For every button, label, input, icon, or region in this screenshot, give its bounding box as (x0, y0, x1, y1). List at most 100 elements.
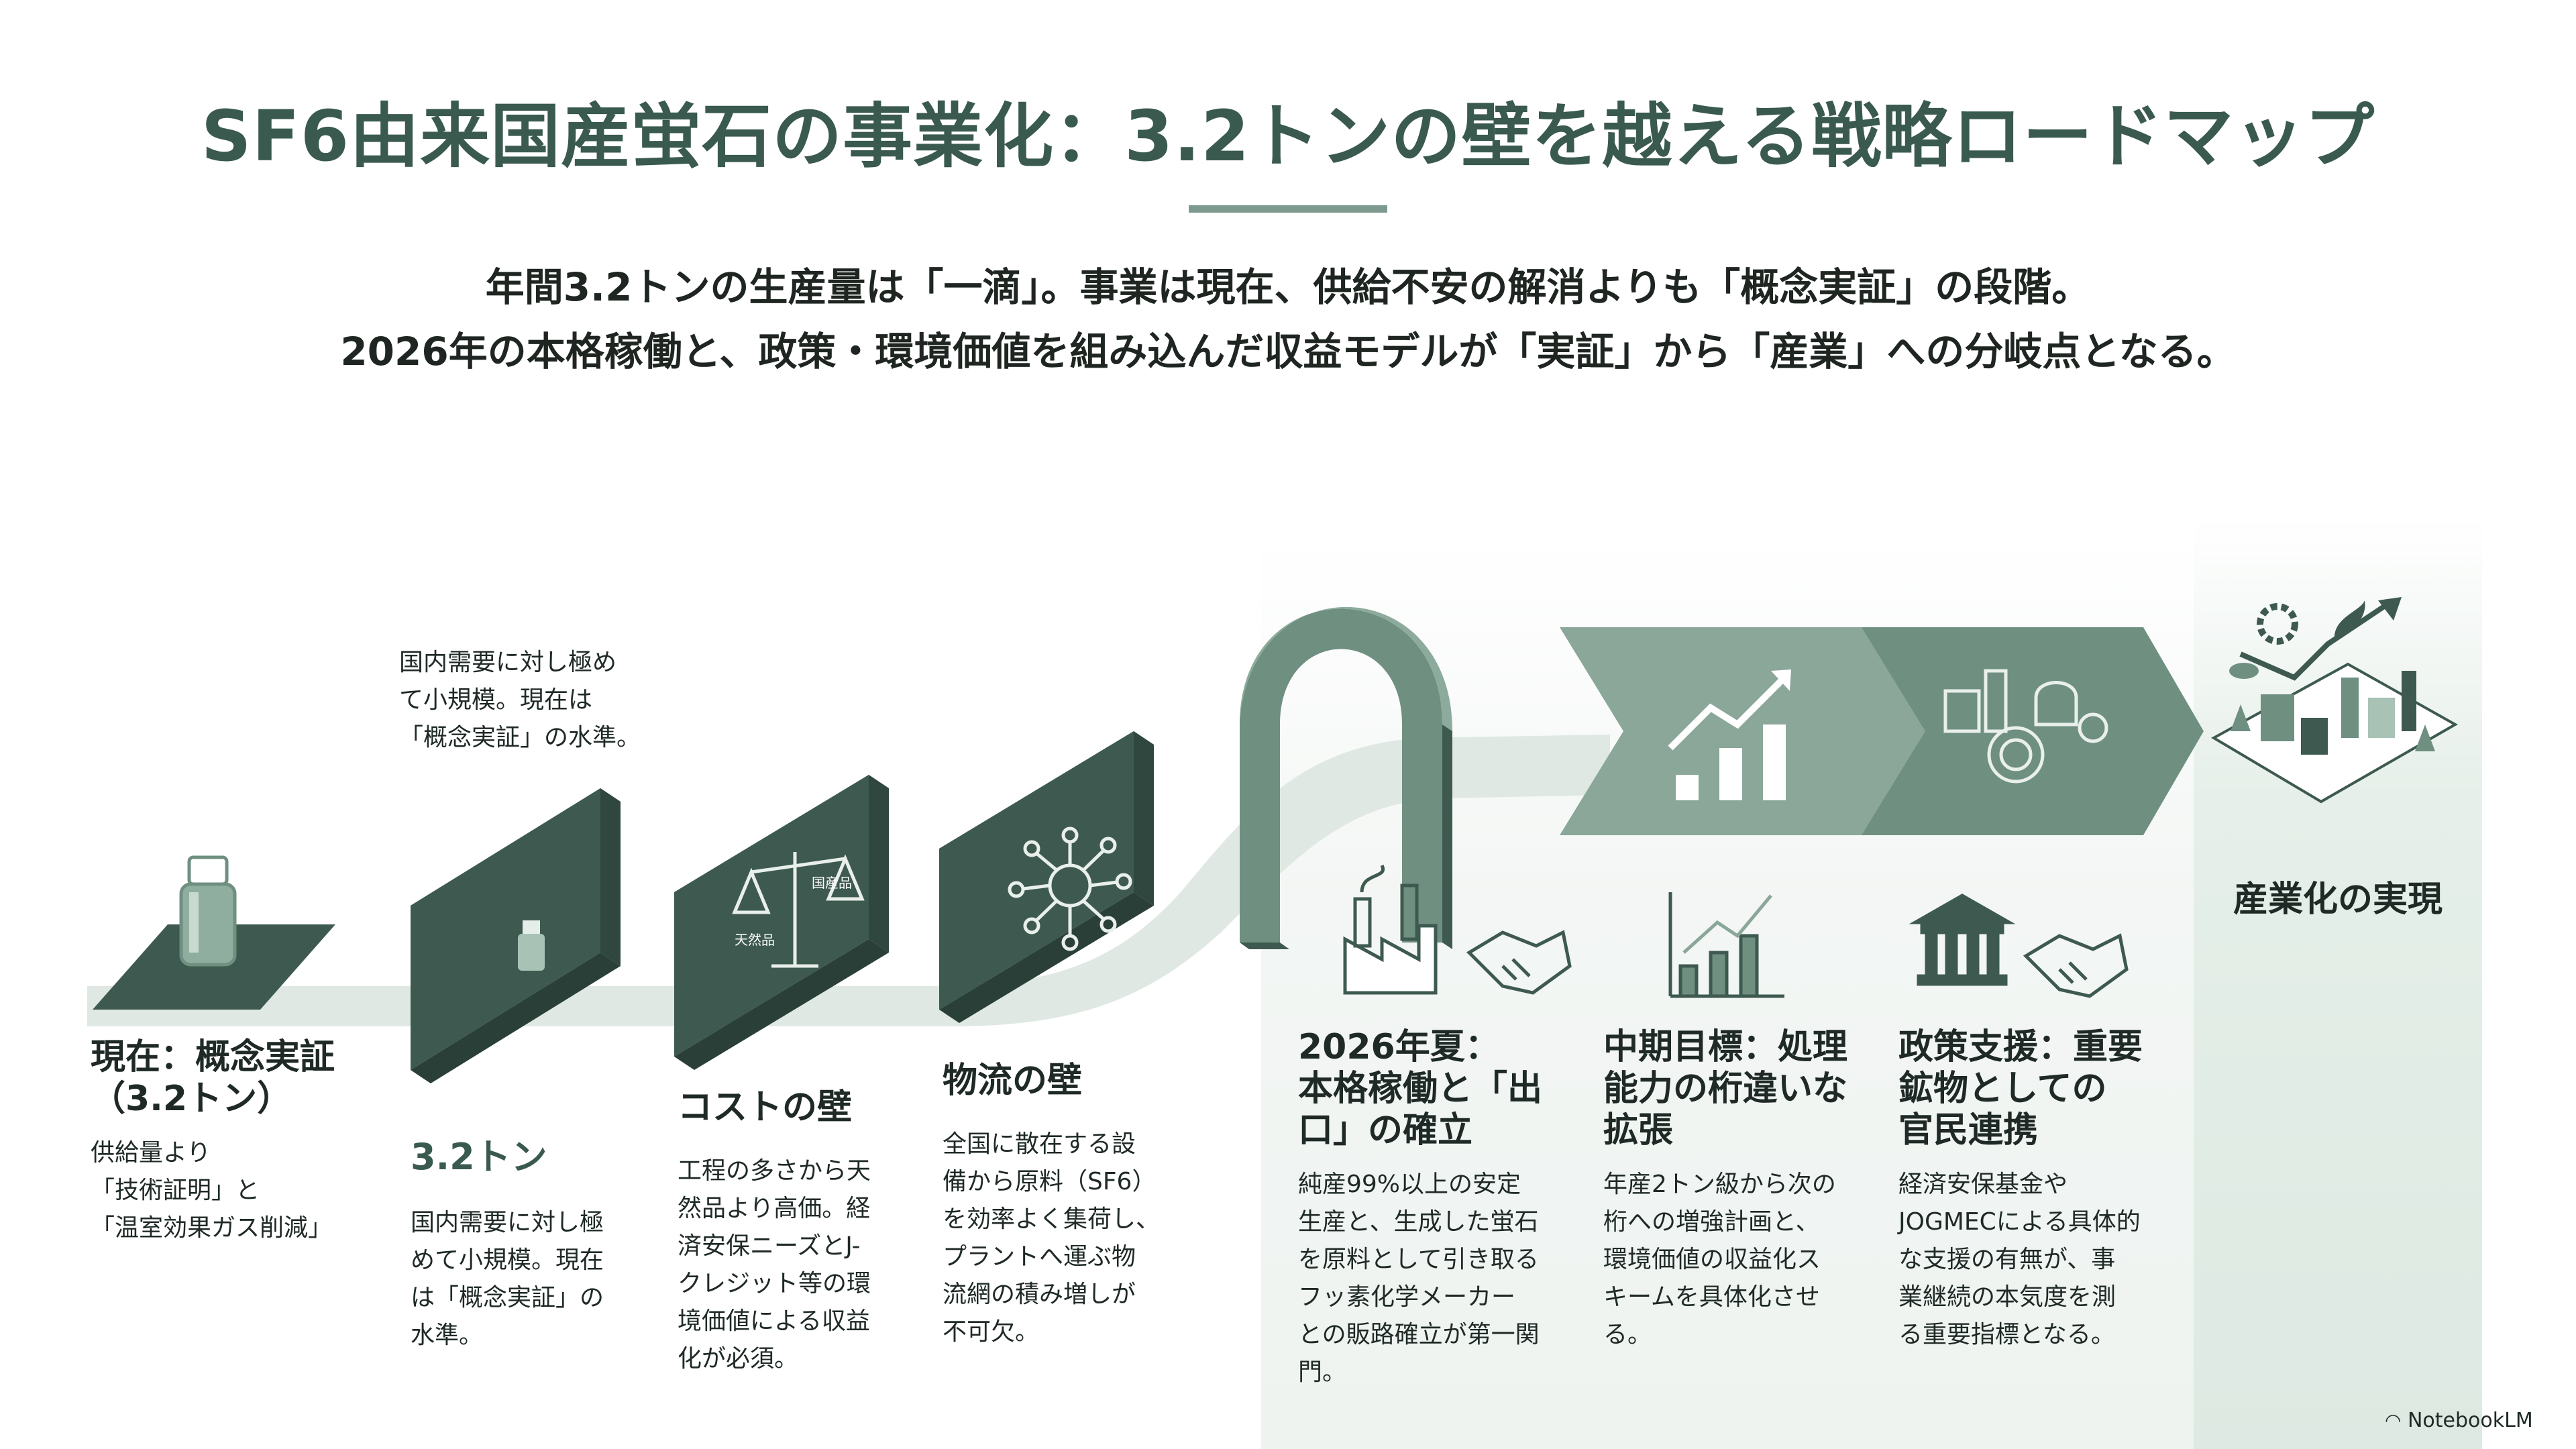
growth-chart-icon (1668, 669, 1791, 800)
handshake-icon (1466, 930, 1572, 995)
step-current-heading-line: （3.2トン） (91, 1079, 292, 1119)
body-line: は「概念実証」の (411, 1284, 604, 1311)
handshake-icon-2 (2023, 933, 2129, 998)
body-line: 化が必須。 (678, 1345, 799, 1373)
body-line: 工程の多さから天 (678, 1157, 871, 1185)
body-line: 供給量より (91, 1139, 211, 1167)
body-line: 備から原料（SF6） (943, 1168, 1157, 1195)
industry-chevron (1862, 627, 2204, 835)
step-current-heading-line: 現在：概念実証 (91, 1037, 335, 1077)
heading-line: 官民連携 (1898, 1110, 2039, 1150)
step-cost-wall-heading: コストの壁 (678, 1087, 853, 1128)
step-policy-support-body: 経済安保基金や JOGMECによる具体的 な支援の有無が、事 業継続の本気度を測… (1898, 1166, 2143, 1354)
notebooklm-icon: ◠ (2385, 1409, 2402, 1432)
heading-line: 能力の桁違いな (1603, 1069, 1848, 1109)
body-line: を効率よく集荷し、 (943, 1205, 1161, 1233)
step-2026-launch-heading: 2026年夏： 本格稼働と「出 口」の確立 (1298, 1026, 1542, 1151)
body-line: 不可欠。 (943, 1318, 1040, 1346)
base-slab (93, 924, 335, 1010)
step-2026-launch-body: 純産99%以上の安定 生産と、生成した蛍石 を原料として引き取る フッ素化学メー… (1298, 1166, 1542, 1391)
heading-line: 本格稼働と「出 (1298, 1069, 1543, 1109)
body-line: 年産2トン級から次の (1603, 1171, 1836, 1198)
heading-line: 口」の確立 (1298, 1110, 1473, 1150)
step-2026-launch: 2026年夏： 本格稼働と「出 口」の確立 純産99%以上の安定 生産と、生成し… (1298, 1026, 1542, 1391)
page-title: SF6由来国産蛍石の事業化：3.2トンの壁を越える戦略ロードマップ (201, 95, 2375, 177)
note-line: て小規模。現在は (399, 686, 593, 714)
goal-label: 産業化の実現 (2233, 879, 2443, 920)
body-line: 国内需要に対し極 (411, 1209, 604, 1236)
heading-line: 政策支援：重要 (1898, 1027, 2143, 1067)
scale-icon (732, 852, 865, 968)
body-line: 「技術証明」と (91, 1177, 260, 1204)
bar-chart-icon (1668, 892, 1784, 998)
body-line: 流網の積み増しが (943, 1281, 1136, 1308)
step-3-2t-note: 国内需要に対し極め て小規模。現在は 「概念実証」の水準。 (399, 644, 641, 757)
subtitle-line-2: 2026年の本格稼働と、政策・環境価値を組み込んだ収益モデルが「実証」から「産業… (340, 329, 2236, 374)
body-line: る。 (1603, 1321, 1652, 1348)
body-line: 門。 (1298, 1358, 1347, 1386)
step-current-graphic (93, 855, 335, 1010)
industrial-city-icon (2210, 597, 2459, 804)
step-3-2t-body: 国内需要に対し極 めて小規模。現在 は「概念実証」の 水準。 (411, 1204, 604, 1354)
step-logistics-wall: 物流の壁 全国に散在する設 備から原料（SF6） を効率よく集荷し、 プラントへ… (943, 1060, 1160, 1351)
heading-line: 拡張 (1603, 1110, 1674, 1150)
subtitle-line-1: 年間3.2トンの生産量は「一滴」。事業は現在、供給不安の解消よりも「概念実証」の… (485, 264, 2091, 310)
body-line: 経済安保基金や (1898, 1171, 2068, 1198)
network-icon (1008, 826, 1132, 951)
body-line: 純産99%以上の安定 (1298, 1171, 1521, 1198)
body-line: 桁への増強計画と、 (1603, 1208, 1820, 1236)
heading-line: 2026年夏： (1298, 1027, 1500, 1067)
body-line: 全国に散在する設 (943, 1130, 1136, 1158)
step-cost-wall-body: 工程の多さから天 然品より高価。経 済安保ニーズとJ- クレジット等の環 境価値… (678, 1152, 871, 1378)
step-logistics-wall-heading: 物流の壁 (943, 1061, 1083, 1101)
arch-gate (1240, 606, 1452, 949)
brand-logo: ◠ NotebookLM (2385, 1409, 2533, 1432)
step-current-body: 供給量より 「技術証明」と 「温室効果ガス削減」 (91, 1134, 335, 1247)
body-line: めて小規模。現在 (411, 1246, 604, 1274)
body-line: JOGMECによる具体的 (1898, 1208, 2141, 1236)
step-3-2t-heading: 3.2トン (411, 1136, 547, 1178)
body-line: との販路確立が第一関 (1298, 1321, 1540, 1348)
bottle-icon (179, 855, 237, 967)
body-line: プラントへ運ぶ物 (943, 1243, 1136, 1271)
body-line: 業継続の本気度を測 (1898, 1283, 2116, 1311)
step-cost-wall: コストの壁 工程の多さから天 然品より高価。経 済安保ニーズとJ- クレジット等… (678, 1087, 871, 1378)
body-line: を原料として引き取る (1298, 1246, 1539, 1273)
body-line: 「温室効果ガス削減」 (91, 1214, 333, 1242)
body-line: 生産と、生成した蛍石 (1298, 1208, 1539, 1236)
body-line: 環境価値の収益化ス (1603, 1246, 1821, 1273)
panel-logistics-wall (939, 731, 1154, 1023)
step-current-heading: 現在：概念実証 （3.2トン） (91, 1036, 335, 1120)
body-line: キームを具体化させ (1603, 1283, 1820, 1311)
step-midterm-goal-body: 年産2トン級から次の 桁への増強計画と、 環境価値の収益化ス キームを具体化させ… (1603, 1166, 1847, 1354)
government-icon (1909, 894, 2016, 986)
scale-label-right: 国産品 (812, 875, 852, 891)
step-current: 現在：概念実証 （3.2トン） 供給量より 「技術証明」と 「温室効果ガス削減」 (91, 1036, 335, 1247)
body-line: 水準。 (411, 1322, 484, 1349)
body-line: な支援の有無が、事 (1898, 1246, 2116, 1273)
step-midterm-goal-heading: 中期目標：処理 能力の桁違いな 拡張 (1603, 1026, 1847, 1151)
heading-line: 鉱物としての (1898, 1069, 2107, 1109)
step-midterm-goal: 中期目標：処理 能力の桁違いな 拡張 年産2トン級から次の 桁への増強計画と、 … (1603, 1026, 1847, 1354)
panel-3-2t (411, 788, 621, 1083)
body-line: フッ素化学メーカー (1298, 1283, 1516, 1311)
brand-label: NotebookLM (2407, 1409, 2533, 1432)
factory-gear-icon (1943, 669, 2108, 784)
note-line: 国内需要に対し極め (399, 649, 617, 676)
body-line: 然品より高価。経 (678, 1195, 871, 1222)
step-policy-support-heading: 政策支援：重要 鉱物としての 官民連携 (1898, 1026, 2143, 1151)
title-divider (1189, 205, 1387, 213)
body-line: 済安保ニーズとJ- (678, 1232, 861, 1260)
factory-icon (1343, 864, 1438, 995)
body-line: る重要指標となる。 (1898, 1321, 2115, 1348)
growth-chevron (1560, 627, 1949, 835)
body-line: クレジット等の環 (678, 1270, 871, 1297)
step-3-2t: 3.2トン 国内需要に対し極 めて小規模。現在 は「概念実証」の 水準。 (411, 1127, 604, 1354)
heading-line: 中期目標：処理 (1603, 1027, 1848, 1067)
step-policy-support: 政策支援：重要 鉱物としての 官民連携 経済安保基金や JOGMECによる具体的… (1898, 1026, 2143, 1354)
body-line: 境価値による収益 (678, 1307, 870, 1335)
step-logistics-wall-body: 全国に散在する設 備から原料（SF6） を効率よく集荷し、 プラントへ運ぶ物 流… (943, 1126, 1160, 1351)
scale-label-left: 天然品 (735, 932, 775, 948)
small-bottle-icon (518, 920, 545, 971)
